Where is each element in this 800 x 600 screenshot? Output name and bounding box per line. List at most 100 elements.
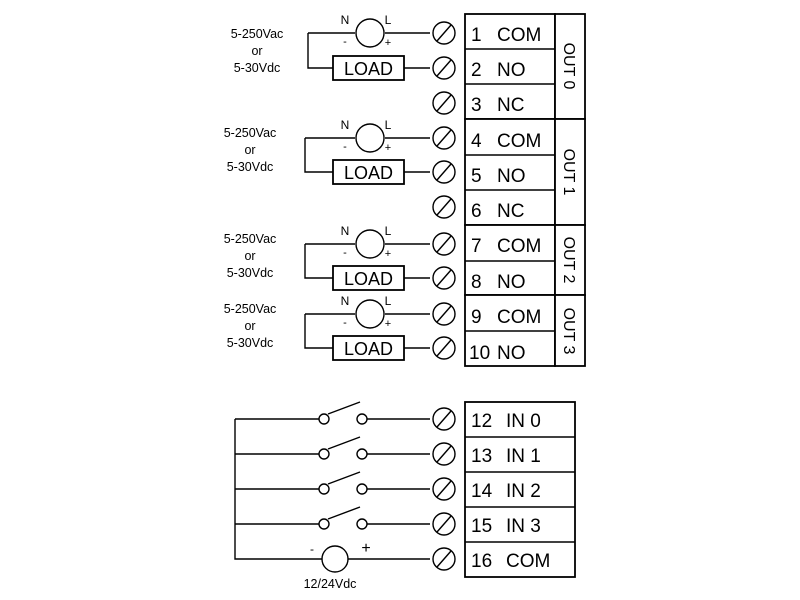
plus-sign: +	[385, 318, 391, 330]
minus-sign: -	[343, 317, 347, 329]
terminal-block-frame	[464, 224, 556, 296]
terminal-number: 7	[471, 236, 482, 257]
terminal-name: COM	[497, 131, 541, 152]
terminal-name: NC	[497, 95, 524, 116]
screw-terminal-6[interactable]	[432, 195, 456, 219]
minus-sign: -	[343, 141, 347, 153]
screw-terminal-3[interactable]	[432, 91, 456, 115]
supply-voltage-label: 5-30Vdc	[227, 266, 274, 280]
terminal-number: 4	[471, 131, 482, 152]
wire	[307, 33, 430, 69]
screw-terminal-16[interactable]	[432, 547, 456, 571]
screw-terminal-4[interactable]	[432, 126, 456, 150]
terminal-name: COM	[497, 307, 541, 328]
terminal-number: 15	[471, 516, 492, 537]
terminal-number: 16	[471, 551, 492, 572]
load-box	[332, 55, 405, 81]
power-source-symbol	[355, 18, 385, 48]
plus-sign: +	[361, 540, 370, 557]
group-label-box	[554, 118, 586, 226]
switch-in-1	[235, 436, 430, 460]
screw-terminal-5[interactable]	[432, 160, 456, 184]
terminal-number: 2	[471, 60, 482, 81]
supply-or-label: or	[244, 249, 255, 263]
power-source-symbol	[355, 299, 385, 329]
terminal-number: 14	[471, 481, 493, 502]
screw-terminal-15[interactable]	[432, 512, 456, 536]
supply-or-label: or	[244, 319, 255, 333]
terminal-number: 10	[469, 343, 490, 364]
supply-voltage-label: 5-250Vac	[224, 232, 277, 246]
screw-terminal-14[interactable]	[432, 477, 456, 501]
screw-terminal-10[interactable]	[432, 336, 456, 360]
switch-in-2	[235, 471, 430, 495]
minus-sign: -	[343, 36, 347, 48]
dc-supply-symbol	[321, 545, 349, 573]
screw-terminal-7[interactable]	[432, 232, 456, 256]
terminal-number: 3	[471, 95, 482, 116]
screw-terminal-13[interactable]	[432, 442, 456, 466]
power-source-symbol	[355, 229, 385, 259]
group-label-box	[554, 224, 586, 296]
supply-voltage-label: 5-250Vac	[231, 27, 284, 41]
terminal-name: COM	[497, 25, 541, 46]
terminal-number: 12	[471, 411, 492, 432]
input-terminal-block-frame	[464, 401, 576, 578]
group-label-box	[554, 13, 586, 120]
screw-terminal-1[interactable]	[432, 21, 456, 45]
wire	[304, 138, 430, 173]
input-group: - + 12/24Vdc 12 IN 0 13 IN 1 14 IN 2 15 …	[234, 401, 576, 591]
supply-voltage-label: 12/24Vdc	[304, 577, 357, 591]
load-label: LOAD	[344, 59, 393, 79]
neutral-label: N	[341, 118, 350, 132]
screw-terminal-12[interactable]	[432, 407, 456, 431]
input-common-bus	[234, 419, 322, 560]
switch-in-0	[235, 401, 430, 425]
plus-sign: +	[385, 142, 391, 154]
neutral-label: N	[341, 294, 350, 308]
supply-or-label: or	[244, 143, 255, 157]
terminal-number: 8	[471, 272, 482, 293]
terminal-name: COM	[497, 236, 541, 257]
switch-in-3	[235, 506, 430, 530]
terminal-name: NC	[497, 201, 524, 222]
line-label: L	[385, 13, 392, 27]
plus-sign: +	[385, 248, 391, 260]
screw-terminal-9[interactable]	[432, 302, 456, 326]
screw-terminal-2[interactable]	[432, 56, 456, 80]
supply-voltage-label: 5-250Vac	[224, 126, 277, 140]
terminal-name: IN 2	[506, 481, 541, 502]
terminal-name: NO	[497, 343, 526, 364]
load-box	[332, 265, 405, 291]
group-label-box	[554, 294, 586, 367]
neutral-label: N	[341, 224, 350, 238]
load-label: LOAD	[344, 163, 393, 183]
output-group-2: 5-250Vac or 5-30Vdc N L - + LOAD OUT 2 7…	[224, 224, 586, 296]
terminal-number: 6	[471, 201, 482, 222]
output-group-1: 5-250Vac or 5-30Vdc N L - + LOAD OUT 1 4…	[224, 118, 586, 226]
output-group-label: OUT 1	[560, 149, 577, 196]
load-label: LOAD	[344, 339, 393, 359]
power-source-symbol	[355, 123, 385, 153]
minus-sign: -	[343, 247, 347, 259]
output-group-3: 5-250Vac or 5-30Vdc N L - + LOAD OUT 3 9…	[224, 294, 586, 367]
line-label: L	[385, 118, 392, 132]
terminal-name: IN 0	[506, 411, 541, 432]
terminal-name: NO	[497, 166, 526, 187]
terminal-number: 1	[471, 25, 482, 46]
terminal-name: COM	[506, 551, 550, 572]
wire	[304, 244, 430, 279]
load-box	[332, 335, 405, 361]
output-group-0: 5-250Vac or 5-30Vdc N L - + LOAD OUT 0 1…	[231, 13, 586, 120]
line-label: L	[385, 224, 392, 238]
terminal-name: NO	[497, 60, 526, 81]
plus-sign: +	[385, 37, 391, 49]
supply-voltage-label: 5-30Vdc	[227, 160, 274, 174]
screw-terminal-8[interactable]	[432, 266, 456, 290]
terminal-name: NO	[497, 272, 526, 293]
terminal-block-frame	[464, 118, 556, 226]
supply-voltage-label: 5-30Vdc	[234, 61, 281, 75]
supply-voltage-label: 5-250Vac	[224, 302, 277, 316]
neutral-label: N	[341, 13, 350, 27]
output-group-label: OUT 0	[560, 43, 577, 90]
